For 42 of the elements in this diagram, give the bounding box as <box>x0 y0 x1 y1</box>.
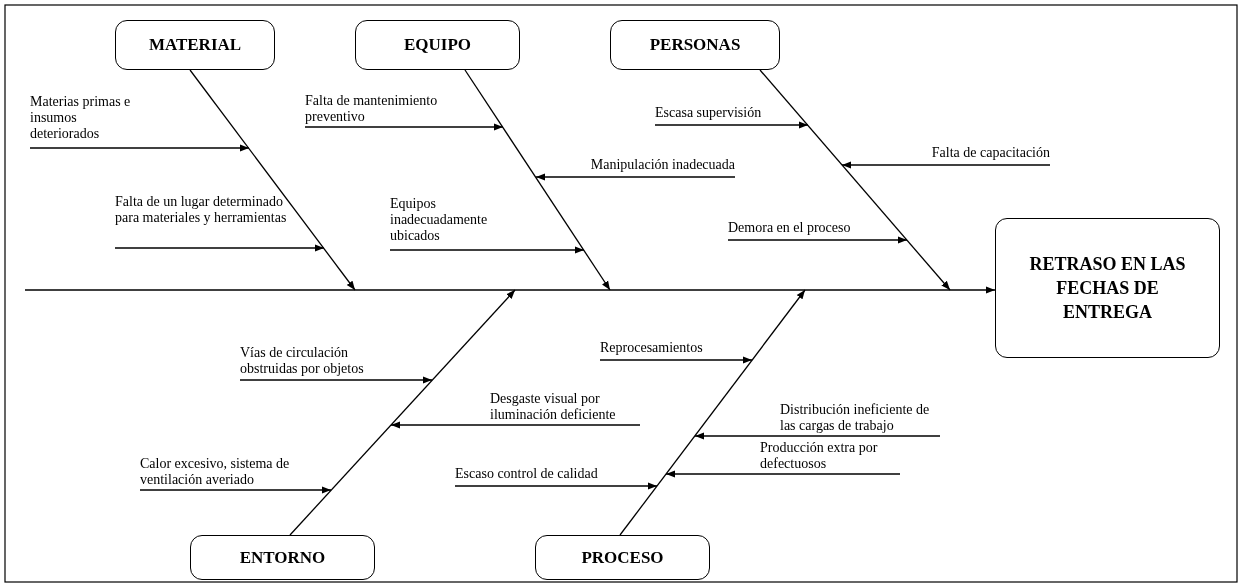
category-box: PERSONAS <box>610 20 780 70</box>
arrow <box>239 376 433 384</box>
arrow <box>599 356 753 364</box>
cause-text: Manipulación inadecuada <box>590 157 735 173</box>
cause-text: Materias primas e insumos deteriorados <box>30 94 145 142</box>
cause-text: Demora en el proceso <box>728 220 851 236</box>
arrow <box>304 123 504 131</box>
arrow <box>390 421 641 429</box>
cause-text: Distribución ineficiente de las cargas de trabajo <box>780 402 940 434</box>
bone-arrow <box>619 289 806 536</box>
bone-arrow <box>189 69 356 291</box>
category-box: ENTORNO <box>190 535 375 580</box>
cause-text: Falta de capacitación <box>931 145 1050 161</box>
arrow <box>114 244 325 252</box>
arrow <box>694 432 941 440</box>
effect-box: RETRASO EN LAS FECHAS DE ENTREGA <box>995 218 1220 358</box>
cause-text: Calor excesivo, sistema de ventilación averiado <box>140 456 295 488</box>
cause-text: Desgaste visual por iluminación deficiente <box>490 391 640 423</box>
arrow <box>665 470 901 478</box>
category-box: PROCESO <box>535 535 710 580</box>
bone-arrow <box>289 289 516 536</box>
arrow <box>139 486 332 494</box>
cause-text: Producción extra por defectuosos <box>760 440 900 472</box>
cause-text: Equipos inadecuadamente ubicados <box>390 196 490 244</box>
arrow <box>727 236 908 244</box>
cause-text: Reprocesamientos <box>600 340 703 356</box>
category-box: MATERIAL <box>115 20 275 70</box>
cause-text: Vías de circulación obstruidas por objetos <box>240 345 385 377</box>
cause-text: Escasa supervisión <box>655 105 762 121</box>
arrow <box>29 144 250 152</box>
cause-text: Falta de mantenimiento preventivo <box>305 93 455 125</box>
category-box: EQUIPO <box>355 20 520 70</box>
arrow <box>454 482 658 490</box>
bone-arrow <box>464 69 611 291</box>
arrow <box>841 161 1051 169</box>
arrow <box>535 173 736 181</box>
cause-text: Falta de un lugar determinado para materiales y herramientas <box>115 194 287 226</box>
arrow <box>654 121 809 129</box>
cause-text: Escaso control de calidad <box>455 466 598 482</box>
spine-arrow <box>24 286 996 294</box>
arrow <box>389 246 585 254</box>
bone-arrow <box>759 69 951 291</box>
